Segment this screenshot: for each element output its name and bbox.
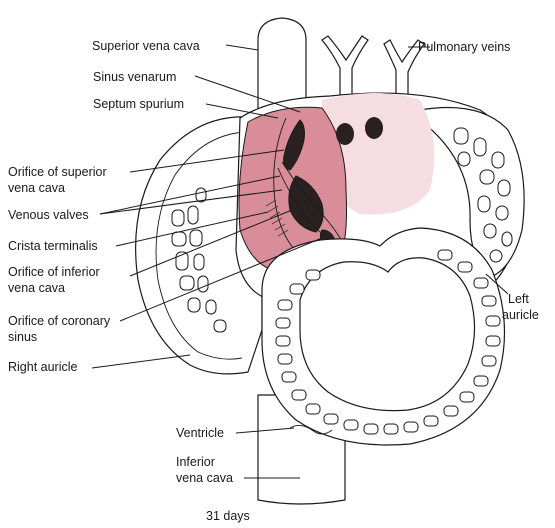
ventricle-cavity [300,258,475,411]
label-venous-valves: Venous valves [8,208,89,222]
pulmonary-vein-opening-left [336,123,354,145]
label-sinus-venarum: Sinus venarum [93,70,176,84]
label-ventricle: Ventricle [176,426,224,440]
label-left-auricle-2: auricle [502,308,539,322]
label-orifice-svc-1: Orifice of superior [8,165,107,179]
pulmonary-veins [322,36,424,102]
pulmonary-vein-opening-right [365,117,383,139]
label-crista-terminalis: Crista terminalis [8,239,98,253]
label-pulmonary-veins: Pulmonary veins [418,40,510,54]
label-left-auricle-1: Left [508,292,529,306]
label-orifice-svc-2: vena cava [8,181,65,195]
figure-caption: 31 days [206,509,250,523]
label-superior-vena-cava: Superior vena cava [92,39,200,53]
label-inferior-vena-cava-1: Inferior [176,455,215,469]
label-septum-spurium: Septum spurium [93,97,184,111]
label-orifice-cs-1: Orifice of coronary [8,314,111,328]
label-right-auricle: Right auricle [8,360,78,374]
label-orifice-cs-2: sinus [8,330,37,344]
label-inferior-vena-cava-2: vena cava [176,471,233,485]
label-orifice-ivc-1: Orifice of inferior [8,265,100,279]
label-orifice-ivc-2: vena cava [8,281,65,295]
